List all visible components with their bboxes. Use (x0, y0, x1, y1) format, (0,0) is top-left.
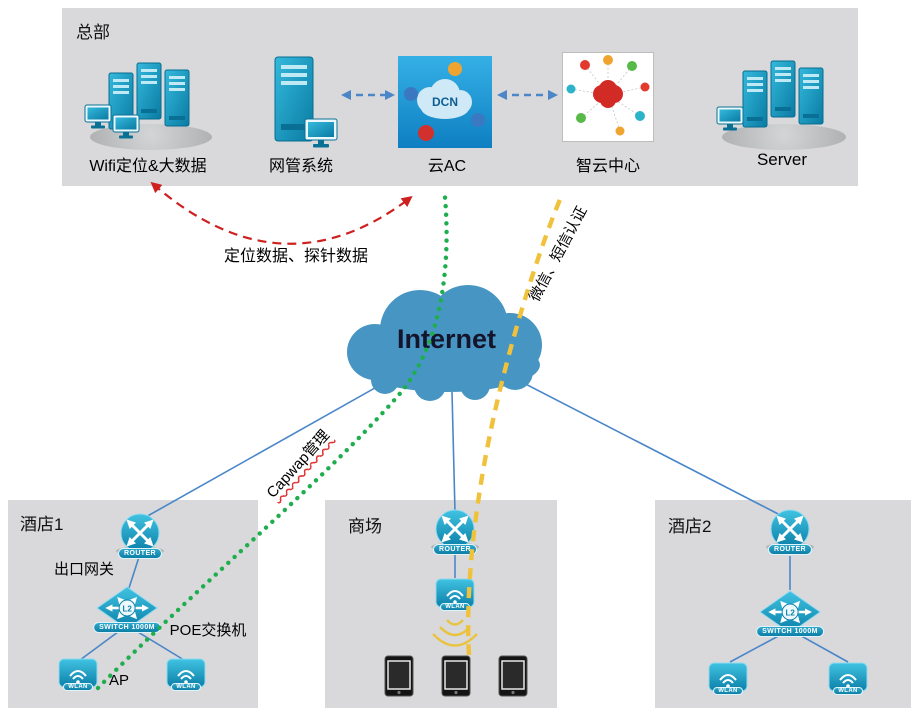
poe-switch-label: POE交换机 (169, 622, 247, 639)
ap-label: AP (108, 672, 130, 689)
l2-label: L2 (122, 605, 132, 614)
hotel1-switch: L2 SWITCH 1000M (93, 586, 161, 633)
router-banner: ROUTER (768, 544, 812, 555)
probe-data-label: 定位数据、探针数据 (224, 248, 369, 265)
zhiyun-center-box (562, 52, 654, 142)
server-farm (712, 54, 852, 154)
nms-workstation (266, 56, 346, 156)
cloud-ac-box: DCN (398, 56, 492, 148)
monitor-icon (84, 104, 112, 129)
wlan-banner: WLAN (171, 683, 201, 691)
mall-router: ROUTER (427, 508, 483, 555)
wlan-banner: WLAN (713, 687, 743, 695)
wlan-ap-icon (58, 658, 98, 688)
auth-label: 微信、短信认证 (526, 203, 591, 305)
mall-title: 商场 (348, 517, 382, 536)
dcn-cloud-shape (417, 79, 472, 119)
wifi-bigdata-label: Wifi定位&大数据 (89, 158, 207, 175)
server-tower-icon (798, 67, 824, 125)
server-tower-icon (274, 56, 314, 142)
hotel2-router: ROUTER (762, 508, 818, 555)
hotel2-switch: L2 SWITCH 1000M (756, 590, 824, 637)
cloud-ac-icon: DCN (398, 56, 492, 148)
mall-wlan-ap: WLAN (435, 578, 475, 611)
hotel1-ap-1: WLAN (58, 658, 98, 691)
capwap-label: Capwap管理 (263, 426, 334, 502)
server-label: Server (756, 150, 808, 169)
tablet-icon (441, 655, 471, 697)
switch-banner: SWITCH 1000M (756, 626, 824, 637)
switch-icon: L2 (759, 590, 821, 634)
hotel2-title: 酒店2 (668, 517, 712, 536)
monitor-icon (112, 114, 140, 139)
hotel2-ap-2: WLAN (828, 662, 868, 695)
hotel1-ap-2: WLAN (166, 658, 206, 691)
zhiyun-core-cloud (593, 80, 623, 108)
router-banner: ROUTER (118, 548, 162, 559)
server-tower-icon (136, 62, 162, 120)
dcn-label: DCN (432, 95, 458, 109)
switch-banner: SWITCH 1000M (93, 622, 161, 633)
internet-label: Internet (397, 324, 497, 354)
ac-node-dot (448, 62, 462, 76)
hotel1-title: 酒店1 (20, 515, 64, 534)
probe-data-arc (150, 181, 413, 245)
zhiyun-node-dots (566, 55, 650, 136)
ac-node-dot (418, 125, 434, 141)
l2-label: L2 (785, 609, 795, 618)
wlan-banner: WLAN (63, 683, 93, 691)
hotel1-router: ROUTER (112, 512, 168, 559)
wlan-banner: WLAN (833, 687, 863, 695)
gateway-label: 出口网关 (53, 561, 115, 578)
nms-label: 网管系统 (268, 158, 334, 175)
zhiyun-center-icon (566, 55, 650, 136)
wifi-bigdata-servers (84, 56, 218, 156)
hq-title: 总部 (76, 23, 110, 42)
server-tower-icon (164, 69, 190, 127)
ac-node-dot (404, 87, 418, 101)
cloud-ac-label: 云AC (427, 158, 467, 175)
monitor-icon (304, 118, 338, 148)
server-tower-icon (770, 60, 796, 118)
wlan-banner: WLAN (440, 603, 470, 611)
monitor-icon (716, 106, 744, 131)
platform-base (722, 124, 846, 150)
tablet-icon (498, 655, 528, 697)
router-banner: ROUTER (433, 544, 477, 555)
mall-tablets (384, 655, 530, 699)
zhiyun-label: 智云中心 (575, 158, 641, 175)
tablet-icon (384, 655, 414, 697)
hotel2-ap-1: WLAN (708, 662, 748, 695)
ac-node-dot (471, 113, 485, 127)
server-tower-icon (742, 70, 768, 128)
